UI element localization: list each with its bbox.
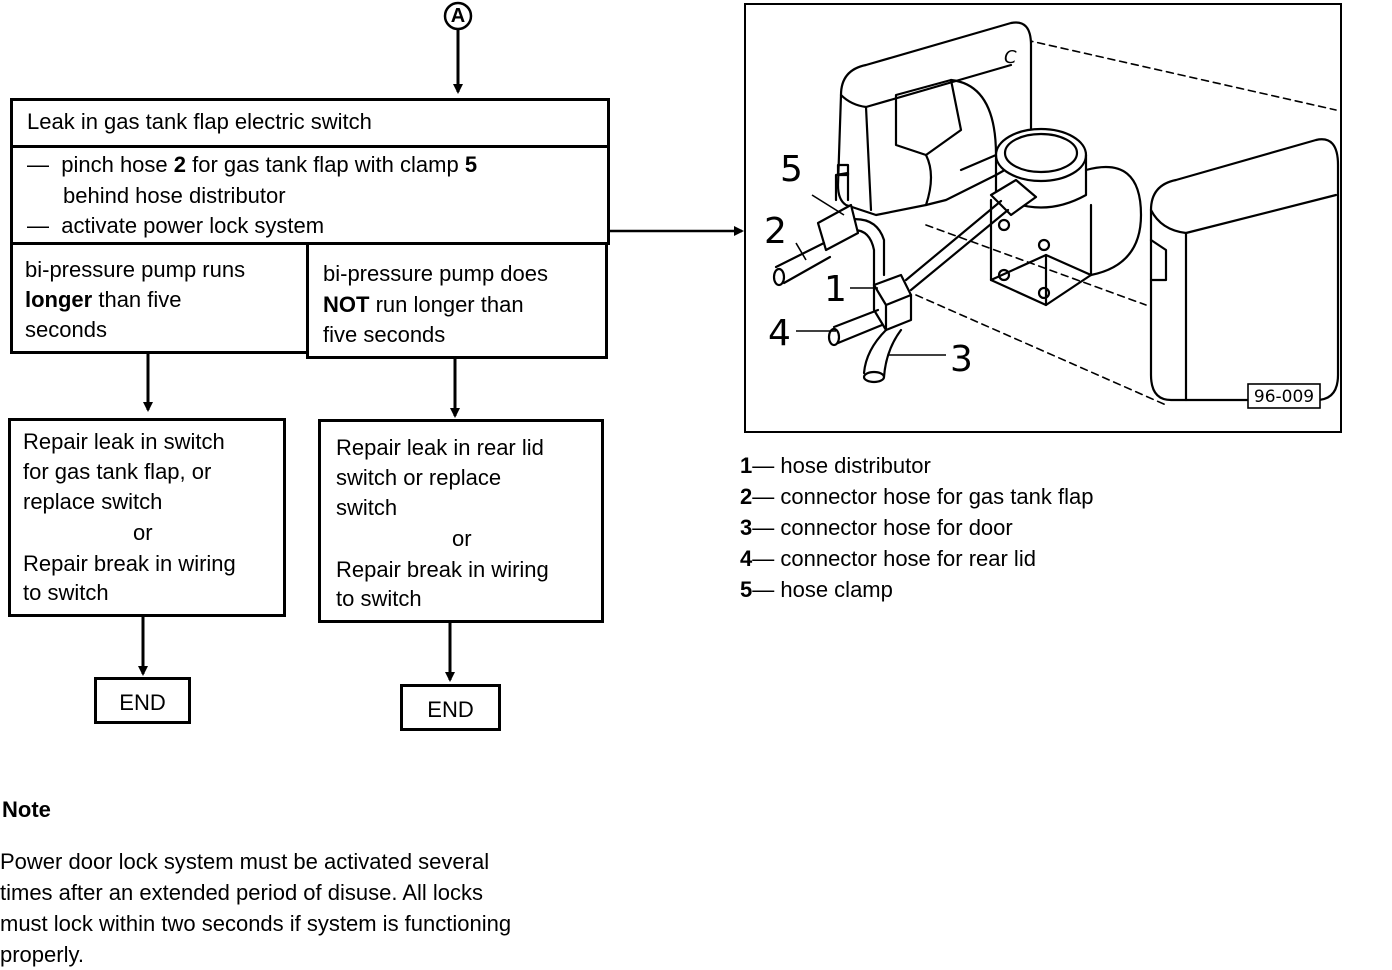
callout-1: 1 xyxy=(824,269,847,310)
legend-num-2: 2 xyxy=(740,484,753,509)
motor-cap xyxy=(994,127,1088,183)
callout-5: 5 xyxy=(780,149,803,190)
result-left-line3: replace switch xyxy=(23,489,163,514)
result-right-line2: switch or replace xyxy=(336,465,502,490)
legend-num-5: 5 xyxy=(740,577,753,602)
pump-housing-right xyxy=(1149,138,1340,402)
result-left-box: Repair leak in switch for gas tank flap,… xyxy=(8,418,286,617)
branch-left-line1: bi-pressure pump runs xyxy=(25,257,246,282)
legend-num-1: 1 xyxy=(740,453,753,478)
branch-right-bold: NOT xyxy=(323,292,370,317)
legend-item-3: 3— connector hose for door xyxy=(740,512,1093,543)
leader-5 xyxy=(811,194,845,216)
legend-text-1: — hose distributor xyxy=(752,453,931,478)
result-right-box: Repair leak in rear lid switch or replac… xyxy=(318,419,604,623)
legend-text-2: — connector hose for gas tank flap xyxy=(752,484,1094,509)
end-right-label: END xyxy=(427,697,474,722)
end-left-box: END xyxy=(94,677,191,724)
code-box xyxy=(1247,383,1321,409)
branch-right-rest: run longer than xyxy=(369,292,524,317)
legend-item-2: 2— connector hose for gas tank flap xyxy=(740,481,1093,512)
step-1-clamp-num: 5 xyxy=(464,152,478,177)
note-body: Power door lock system must be activated… xyxy=(0,846,511,970)
result-right-line4: Repair break in wiring xyxy=(336,557,549,582)
branch-left-line2: longer than five xyxy=(25,285,182,315)
step-1-continued: behind hose distributor xyxy=(63,183,286,208)
legend-item-4: 4— connector hose for rear lid xyxy=(740,543,1093,574)
callout-3: 3 xyxy=(950,339,973,380)
pump-illustration: 5 2 1 4 3 C 96-009 xyxy=(764,21,1340,409)
step-1-hose-num: 2 xyxy=(173,152,187,177)
note-title: Note xyxy=(2,797,51,822)
header-box: Leak in gas tank flap electric switch xyxy=(10,98,610,148)
branch-right-box: bi-pressure pump does NOT run longer tha… xyxy=(306,242,608,359)
hose-clamp xyxy=(816,203,860,252)
branch-left-bold: longer xyxy=(25,287,93,312)
result-right-line3: switch xyxy=(336,495,398,520)
legend-num-4: 4 xyxy=(740,546,753,571)
result-left-line1: Repair leak in switch xyxy=(23,429,225,454)
branch-right-line2: NOT run longer than xyxy=(323,290,524,320)
legend-num-3: 3 xyxy=(740,515,753,540)
legend-item-1: 1— hose distributor xyxy=(740,450,1093,481)
note-line-3: must lock within two seconds if system i… xyxy=(0,911,512,936)
end-right-box: END xyxy=(400,684,501,731)
result-right-line5: to switch xyxy=(336,586,422,611)
steps-box: — pinch hose 2 for gas tank flap with cl… xyxy=(10,145,610,245)
branch-right-line3: five seconds xyxy=(323,322,446,347)
illustration-frame: 5 2 1 4 3 C 96-009 xyxy=(744,3,1342,433)
result-left-line5: to switch xyxy=(23,580,109,605)
header-text: Leak in gas tank flap electric switch xyxy=(27,109,372,134)
note-line-4: properly. xyxy=(0,942,84,967)
step-1-dash: — xyxy=(27,152,49,177)
result-right-or: or xyxy=(452,526,472,551)
step-2: — activate power lock system xyxy=(27,211,324,241)
result-left-line2: for gas tank flap, or xyxy=(23,459,212,484)
legend-text-4: — connector hose for rear lid xyxy=(752,546,1036,571)
callout-4: 4 xyxy=(768,313,791,354)
branch-right-line1: bi-pressure pump does xyxy=(323,261,549,286)
note-line-2: times after an extended period of disuse… xyxy=(0,880,484,905)
branch-left-line3: seconds xyxy=(25,317,107,342)
result-left-line4: Repair break in wiring xyxy=(23,551,236,576)
legend: 1— hose distributor 2— connector hose fo… xyxy=(740,450,1093,605)
legend-item-5: 5— hose clamp xyxy=(740,574,1093,605)
step-2-dash: — xyxy=(27,213,49,238)
branch-left-box: bi-pressure pump runs longer than five s… xyxy=(10,242,309,354)
step-1-mid: for gas tank flap with clamp xyxy=(186,152,465,177)
step-1: — pinch hose 2 for gas tank flap with cl… xyxy=(27,150,477,180)
pump-housing-left xyxy=(836,21,1033,217)
connector-a-label: A xyxy=(450,5,466,27)
branch-left-rest: than five xyxy=(92,287,182,312)
corner-letter: C xyxy=(1004,47,1017,68)
legend-text-3: — connector hose for door xyxy=(752,515,1013,540)
step-1-pre: pinch hose xyxy=(61,152,174,177)
result-left-or: or xyxy=(133,520,153,545)
result-right-line1: Repair leak in rear lid xyxy=(336,435,544,460)
callout-2: 2 xyxy=(764,211,787,252)
illustration-code: 96-009 xyxy=(1254,387,1314,407)
step-2-text: activate power lock system xyxy=(61,213,325,238)
legend-text-5: — hose clamp xyxy=(752,577,893,602)
note-line-1: Power door lock system must be activated… xyxy=(0,849,490,874)
end-left-label: END xyxy=(119,690,166,715)
leader-2 xyxy=(795,242,807,261)
